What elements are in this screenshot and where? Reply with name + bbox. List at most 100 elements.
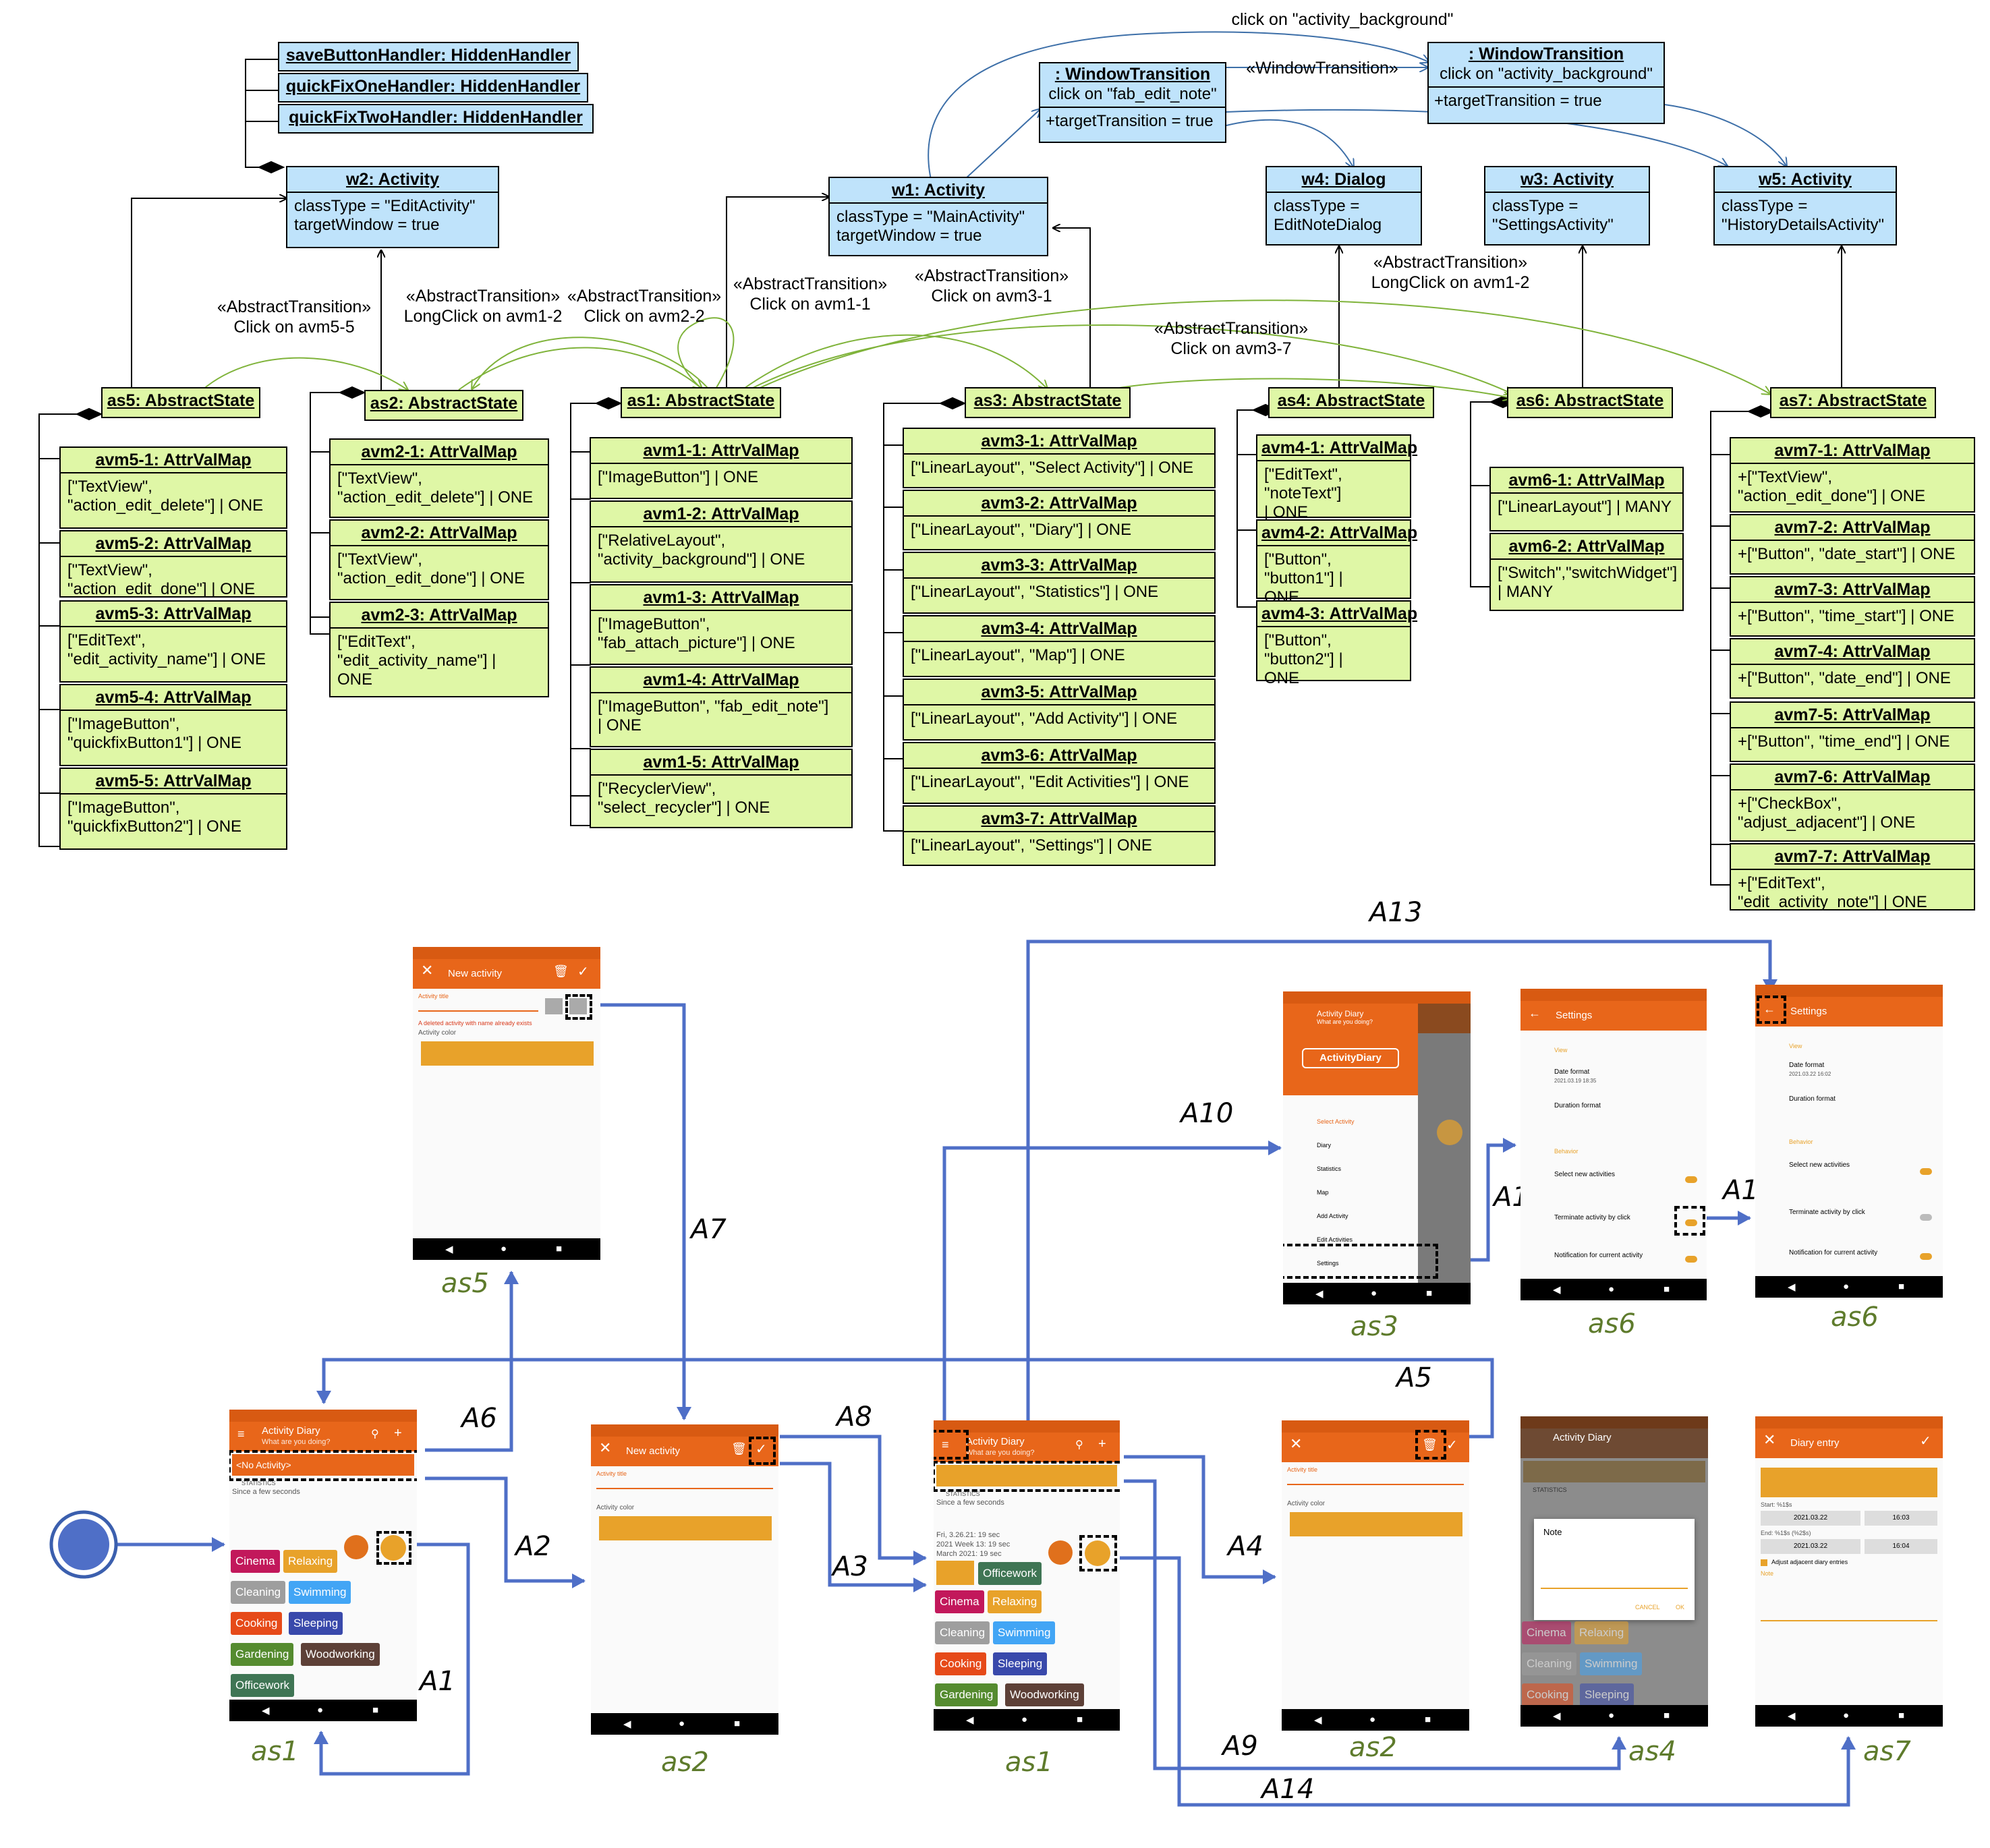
activity-chip-cooking[interactable]: Cooking (935, 1652, 987, 1675)
activity-chip-cleaning[interactable]: Cleaning (1522, 1652, 1577, 1675)
add-icon[interactable]: + (1098, 1437, 1106, 1451)
activity-chip-swimming[interactable]: Swimming (993, 1621, 1056, 1644)
activity-chip-cinema[interactable]: Cinema (1522, 1621, 1571, 1644)
edit-activity-note[interactable] (1761, 1619, 1937, 1621)
screen-label-as5: as5 (441, 1268, 489, 1299)
attach-picture-fab[interactable] (1048, 1540, 1073, 1565)
close-icon[interactable]: ✕ (1290, 1435, 1303, 1452)
switch-notification[interactable] (1685, 1256, 1697, 1263)
activity-chip-sleeping[interactable]: Sleeping (289, 1612, 343, 1635)
check-icon[interactable]: ✓ (577, 964, 589, 979)
menu-icon[interactable]: ≡ (942, 1438, 949, 1451)
search-icon[interactable]: ⚲ (1075, 1439, 1083, 1451)
menu-icon[interactable]: ≡ (237, 1427, 245, 1441)
date-start-button[interactable]: 2021.03.22 (1761, 1511, 1860, 1526)
drawer-item-statistics[interactable]: Statistics (1317, 1165, 1342, 1172)
activity-chip-relaxing[interactable]: Relaxing (988, 1590, 1042, 1613)
note-cancel-button[interactable]: CANCEL (1635, 1604, 1660, 1611)
check-icon[interactable]: ✓ (1446, 1438, 1458, 1453)
quickfix-button-2[interactable] (569, 998, 587, 1014)
drawer-item-diary[interactable]: Diary (1317, 1142, 1332, 1149)
attach-picture-fab[interactable] (344, 1535, 368, 1559)
time-start-button[interactable]: 16:03 (1865, 1511, 1937, 1526)
drawer-item-settings[interactable]: Settings (1317, 1260, 1339, 1267)
drawer-item-select-activity[interactable]: Select Activity (1317, 1118, 1355, 1125)
drawer-item-edit-activities[interactable]: Edit Activities (1317, 1236, 1353, 1243)
check-icon[interactable]: ✓ (756, 1442, 767, 1457)
switch-select-new[interactable] (1920, 1168, 1932, 1175)
state-as2-header: as2: AbstractState (364, 390, 523, 421)
note-ok-button[interactable]: OK (1676, 1604, 1685, 1611)
activity-chip-cinema[interactable]: Cinema (231, 1550, 280, 1573)
switch-notification[interactable] (1920, 1253, 1932, 1260)
edit-note-fab[interactable] (380, 1535, 406, 1561)
drawer-item-map[interactable]: Map (1317, 1189, 1329, 1196)
activity-title-input[interactable] (596, 1485, 773, 1489)
state-as7-header: as7: AbstractState (1770, 387, 1936, 418)
activity-chip-cinema[interactable]: Cinema (935, 1590, 984, 1613)
activity-chip-cooking[interactable]: Cooking (1522, 1683, 1574, 1706)
switch-select-new[interactable] (1685, 1176, 1697, 1183)
quick-fix-one-handler: quickFixOneHandler: HiddenHandler (278, 73, 588, 103)
activity-chip-woodworking[interactable]: Woodworking (301, 1643, 380, 1666)
delete-icon[interactable]: 🗑 (731, 1442, 747, 1455)
back-arrow-icon[interactable]: ← (1529, 1006, 1541, 1020)
as2-color-bar[interactable] (599, 1516, 772, 1540)
as6b-item-notification[interactable]: Notification for current activity (1789, 1249, 1878, 1257)
as2b-color-bar[interactable] (1290, 1512, 1462, 1536)
activity-title-input[interactable] (418, 1008, 538, 1012)
as6b-item-duration[interactable]: Duration format (1789, 1095, 1836, 1103)
activity-chip-cooking[interactable]: Cooking (231, 1612, 283, 1635)
as1b-stat-line-3: March 2021: 19 sec (936, 1550, 1002, 1558)
as6a-item-duration[interactable]: Duration format (1554, 1102, 1601, 1109)
add-icon[interactable]: + (394, 1426, 402, 1441)
time-end-button[interactable]: 16:04 (1865, 1539, 1937, 1554)
drawer-item-add-activity[interactable]: Add Activity (1317, 1213, 1348, 1219)
activity-chip-sleeping[interactable]: Sleeping (993, 1652, 1048, 1675)
as6b-item-select-new[interactable]: Select new activities (1789, 1161, 1850, 1169)
switch-terminate[interactable] (1685, 1219, 1697, 1226)
close-icon[interactable]: ✕ (599, 1439, 612, 1456)
as6b-item-terminate[interactable]: Terminate activity by click (1789, 1209, 1865, 1216)
current-activity-bar[interactable] (936, 1465, 1117, 1486)
activity-chip-cleaning[interactable]: Cleaning (935, 1621, 990, 1644)
officework-card[interactable] (936, 1561, 974, 1585)
as6a-item-notification[interactable]: Notification for current activity (1554, 1252, 1643, 1259)
close-icon[interactable]: ✕ (421, 962, 434, 979)
attrvalmap-value: ["EditText", "noteText"] | ONE (1264, 465, 1342, 521)
activity-chip-gardening[interactable]: Gardening (231, 1643, 294, 1666)
switch-terminate[interactable] (1920, 1214, 1932, 1221)
as7-activity-bar[interactable] (1761, 1468, 1937, 1497)
edit-note-fab[interactable] (1085, 1540, 1110, 1566)
as6b-item-date[interactable]: Date format (1789, 1062, 1825, 1069)
as6a-item-select-new[interactable]: Select new activities (1554, 1171, 1616, 1178)
activity-chip-swimming[interactable]: Swimming (1580, 1652, 1643, 1675)
activity-chip-officework[interactable]: Officework (231, 1674, 294, 1697)
back-arrow-icon[interactable]: ← (1763, 1002, 1775, 1016)
activity-chip-woodworking[interactable]: Woodworking (1005, 1683, 1084, 1706)
delete-icon[interactable]: 🗑 (553, 964, 569, 978)
quickfix-button-1[interactable] (545, 998, 563, 1014)
attrvalmap-title: avm7-1: AttrValMap (1731, 438, 1974, 464)
activity-chip-relaxing[interactable]: Relaxing (283, 1550, 338, 1573)
current-activity-bar[interactable]: <No Activity> (232, 1454, 414, 1476)
note-text-input[interactable] (1541, 1586, 1688, 1589)
delete-icon[interactable]: 🗑 (1422, 1438, 1438, 1451)
as6a-item-terminate[interactable]: Terminate activity by click (1554, 1214, 1630, 1221)
date-end-button[interactable]: 2021.03.22 (1761, 1539, 1860, 1554)
officework-chip-top[interactable]: Officework (978, 1562, 1042, 1585)
close-icon[interactable]: ✕ (1763, 1431, 1776, 1448)
adjust-adjacent-checkbox[interactable] (1761, 1559, 1767, 1566)
activity-chip-gardening[interactable]: Gardening (935, 1683, 998, 1706)
attrvalmap-as6-2: avm6-2: AttrValMap["Switch","switchWidge… (1489, 533, 1684, 611)
search-icon[interactable]: ⚲ (371, 1428, 379, 1440)
as5-color-bar[interactable] (421, 1041, 594, 1066)
activity-chip-sleeping[interactable]: Sleeping (1580, 1683, 1634, 1706)
activity-chip-cleaning[interactable]: Cleaning (231, 1581, 286, 1604)
activity-chip-swimming[interactable]: Swimming (289, 1581, 351, 1604)
activity-chip-relaxing[interactable]: Relaxing (1574, 1621, 1629, 1644)
check-icon[interactable]: ✓ (1920, 1434, 1931, 1449)
activity-title-input[interactable] (1287, 1481, 1464, 1485)
as6a-item-date[interactable]: Date format (1554, 1068, 1590, 1076)
